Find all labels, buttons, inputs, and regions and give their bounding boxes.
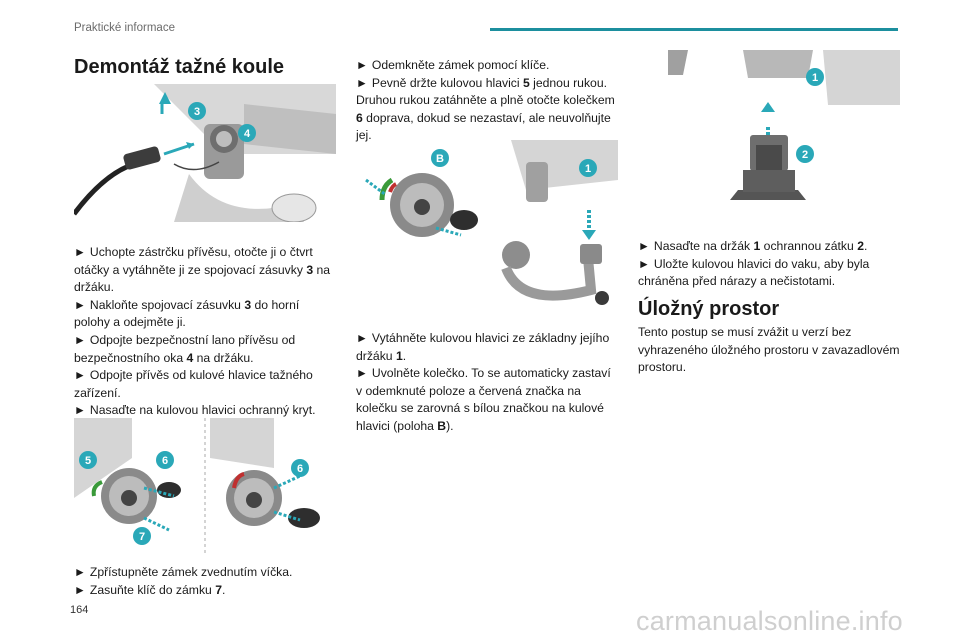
left-steps-2: ►Zpřístupněte zámek zvednutím víčka. ►Za… — [74, 564, 336, 599]
middle-steps-2: ►Vytáhněte kulovou hlavici ze základny j… — [356, 330, 618, 436]
running-header: Praktické informace — [74, 22, 175, 34]
step-item: ►Odpojte bezpečnostní lano přívěsu od be… — [74, 332, 296, 365]
figure-unlock-lock: 5 6 7 6 — [74, 418, 320, 556]
fig3-label-B: B — [436, 153, 444, 165]
step-item: ►Uvolněte kolečko. To se automaticky zas… — [356, 366, 611, 433]
arrow-icon: ► — [356, 331, 368, 345]
right-steps-1: ►Nasaďte na držák 1 ochrannou zátku 2. ►… — [638, 238, 900, 291]
fig2-label-6: 6 — [162, 455, 168, 467]
step-item: ►Nakloňte spojovací zásuvku 3 do horní p… — [74, 297, 300, 330]
step-item: ►Nasaďte na držák 1 ochrannou zátku 2. — [638, 239, 868, 253]
arrow-icon: ► — [74, 565, 86, 579]
fig2-label-5: 5 — [85, 455, 91, 467]
step-item: ►Zasuňte klíč do zámku 7. — [74, 582, 226, 597]
fig2-label-6b: 6 — [297, 463, 303, 475]
step-item: ►Uchopte zástrčku přívěsu, otočte ji o č… — [74, 245, 331, 295]
step-item: ►Pevně držte kulovou hlavici 5 jednou ru… — [356, 75, 615, 143]
fig4-label-2: 2 — [802, 149, 808, 161]
fig4-label-1: 1 — [812, 72, 818, 84]
step-item: ►Zpřístupněte zámek zvednutím víčka. — [74, 565, 293, 579]
arrow-icon: ► — [74, 332, 86, 347]
watermark: carmanualsonline.info — [636, 606, 903, 636]
fig2-label-7: 7 — [139, 531, 145, 543]
section-heading-storage: Úložný prostor — [638, 298, 780, 320]
arrow-icon: ► — [74, 582, 86, 597]
section-heading-removal: Demontáž tažné koule — [74, 56, 285, 78]
fig1-label-4: 4 — [244, 128, 251, 140]
figure-protective-cap: 1 2 — [668, 50, 900, 200]
step-item: ►Vytáhněte kulovou hlavici ze základny j… — [356, 331, 610, 363]
step-item: ►Odemkněte zámek pomocí klíče. — [356, 58, 550, 72]
arrow-icon: ► — [638, 239, 650, 253]
fig3-label-1: 1 — [585, 163, 591, 175]
middle-steps-1: ►Odemkněte zámek pomocí klíče. ►Pevně dr… — [356, 57, 618, 145]
storage-paragraph: Tento postup se musí zvážit u verzí bez … — [638, 325, 900, 375]
arrow-icon: ► — [356, 58, 368, 72]
arrow-icon: ► — [356, 75, 368, 90]
figure-disconnect-trailer: 3 4 — [74, 84, 336, 222]
arrow-icon: ► — [74, 368, 86, 383]
arrow-icon: ► — [74, 245, 86, 259]
figure-remove-ball: B 1 — [365, 140, 618, 305]
header-accent-bar — [490, 28, 898, 31]
arrow-icon: ► — [74, 297, 86, 312]
page-number: 164 — [70, 604, 89, 616]
arrow-icon: ► — [356, 366, 368, 381]
left-steps-1: ►Uchopte zástrčku přívěsu, otočte ji o č… — [74, 244, 336, 420]
step-item: ►Odpojte přívěs od kulové hlavice tažnéh… — [74, 368, 313, 400]
arrow-icon: ► — [638, 256, 650, 271]
arrow-icon: ► — [74, 403, 86, 418]
step-item: ►Uložte kulovou hlavici do vaku, aby byl… — [638, 256, 870, 289]
step-item: ►Nasaďte na kulovou hlavici ochranný kry… — [74, 403, 316, 418]
fig1-label-3: 3 — [194, 106, 200, 118]
